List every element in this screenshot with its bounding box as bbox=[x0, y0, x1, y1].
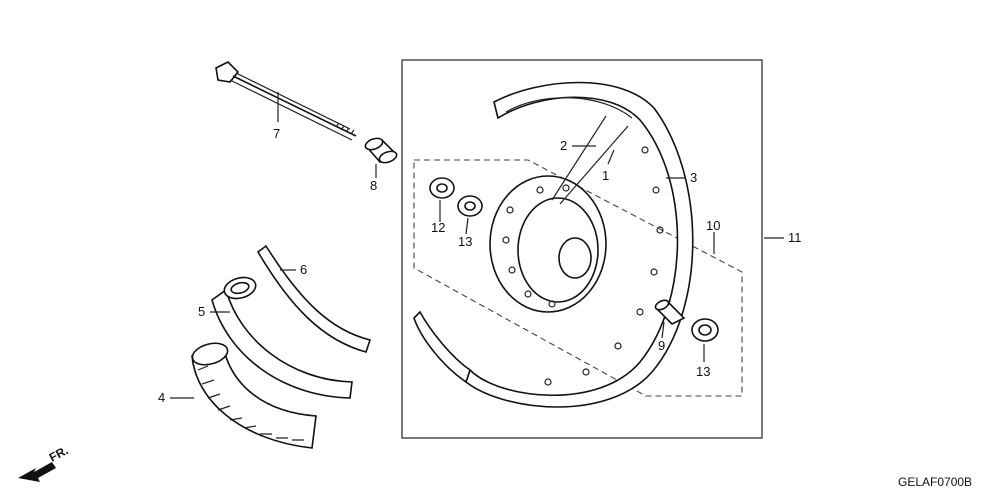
rim[interactable] bbox=[413, 81, 694, 408]
wheel-assembly-frame bbox=[401, 59, 763, 439]
leader-lines bbox=[170, 92, 784, 399]
radial-ball-bearing-12[interactable] bbox=[429, 177, 455, 199]
spokes[interactable] bbox=[551, 115, 629, 205]
callout-11: 11 bbox=[788, 230, 802, 245]
wheel-hub[interactable] bbox=[489, 175, 607, 313]
callout-12: 12 bbox=[431, 220, 445, 235]
callout-8: 8 bbox=[370, 178, 377, 193]
callout-10: 10 bbox=[706, 218, 720, 233]
callout-1: 1 bbox=[602, 168, 609, 183]
radial-ball-bearing-13-lower[interactable] bbox=[691, 318, 719, 342]
hub-assembly-box bbox=[413, 159, 743, 397]
callout-13-lower: 13 bbox=[696, 364, 710, 379]
rim-band[interactable] bbox=[256, 244, 372, 353]
callout-5: 5 bbox=[198, 304, 205, 319]
callout-4: 4 bbox=[158, 390, 165, 405]
tire[interactable] bbox=[190, 340, 317, 449]
callout-13-upper: 13 bbox=[458, 234, 472, 249]
callout-6: 6 bbox=[300, 262, 307, 277]
figure-code: GELAF0700B bbox=[898, 475, 972, 489]
front-arrow-icon: FR. bbox=[18, 443, 70, 482]
radial-ball-bearing-13-upper[interactable] bbox=[457, 195, 483, 217]
callout-7: 7 bbox=[273, 126, 280, 141]
direction-label: FR. bbox=[47, 443, 71, 464]
callout-3: 3 bbox=[690, 170, 697, 185]
callout-9: 9 bbox=[658, 338, 665, 353]
distance-collar[interactable] bbox=[364, 136, 398, 165]
axle-bolt[interactable] bbox=[215, 61, 357, 141]
tube[interactable] bbox=[211, 274, 353, 399]
callout-2: 2 bbox=[560, 138, 567, 153]
hub-collar[interactable] bbox=[654, 298, 686, 325]
